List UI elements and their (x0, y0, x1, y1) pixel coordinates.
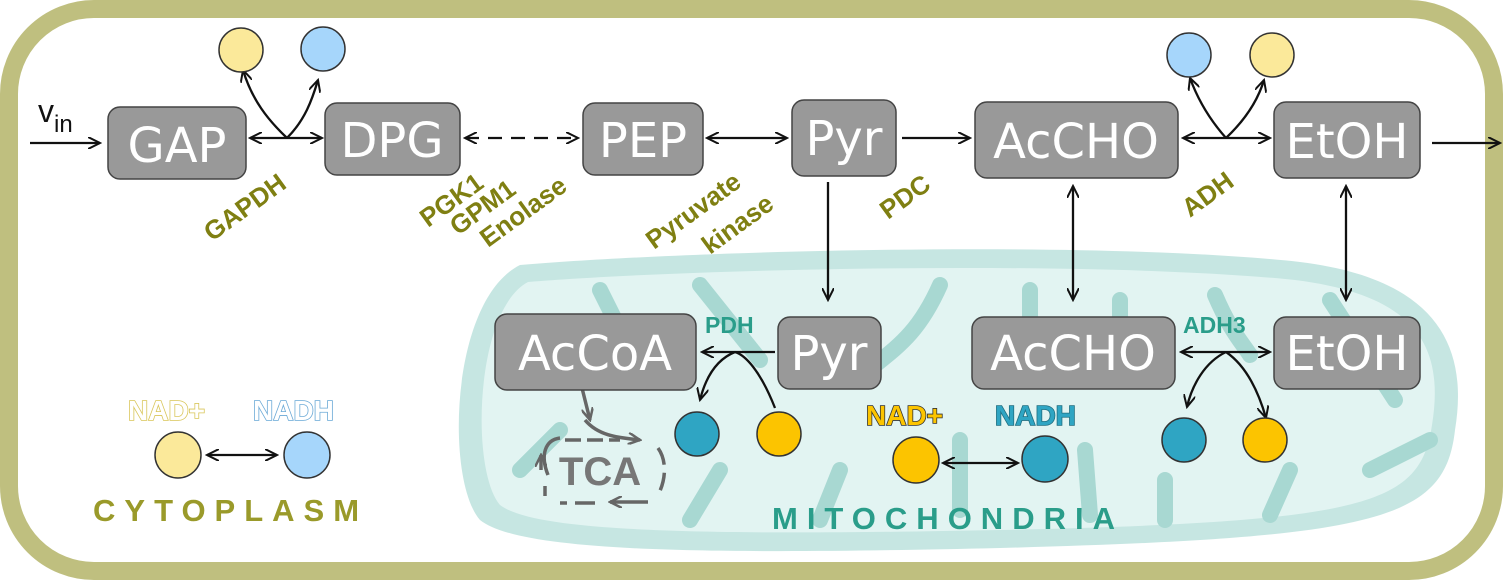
accoa-box (494, 313, 697, 391)
gap-box (107, 106, 247, 180)
acho-mito-label: AcCHO (990, 326, 1156, 382)
inflow-label: vin (38, 93, 73, 138)
legend-mito-nad-circle (892, 436, 940, 484)
dpg-box (324, 102, 461, 176)
legend-cyto-nad-label: NAD+ (128, 395, 205, 426)
enzyme-adh3: ADH3 (1183, 312, 1246, 338)
gapdh-nad-circle (218, 27, 264, 73)
adh3-cofactor-arrow-right (1225, 351, 1266, 418)
pyr-mito-box (777, 316, 882, 390)
tca-cycle (541, 387, 667, 503)
etoh-mito-box (1273, 316, 1421, 390)
legend-cyto-nad-circle (154, 431, 202, 479)
enzyme-pdh: PDH (705, 312, 754, 338)
pep-label: PEP (599, 113, 687, 169)
gapdh-nadh-circle (300, 26, 346, 72)
etoh-cyto-box (1273, 101, 1421, 179)
adh3-nad-circle (1242, 417, 1288, 463)
acho-cyto-box (974, 101, 1179, 179)
pdh-cofactor-in-arrow (734, 350, 777, 409)
pyr-cyto-box (791, 99, 897, 177)
pdh-cofactor-out-arrow (700, 350, 736, 400)
cytoplasm-label: CYTOPLASM (93, 493, 368, 528)
acho-cyto-label: AcCHO (993, 114, 1159, 170)
legend-cyto-nadh-circle (283, 431, 331, 479)
etoh-mito-label: EtOH (1285, 326, 1408, 382)
gapdh-cofactor-arrow-left (243, 70, 288, 139)
adh-nadh-circle (1166, 32, 1212, 78)
gap-label: GAP (128, 118, 227, 174)
adh3-nadh-circle (1161, 417, 1207, 463)
pdh-nad-circle (756, 411, 802, 457)
pyr-cyto-label: Pyr (805, 111, 882, 167)
pdh-nadh-circle (674, 411, 720, 457)
accoa-label: AcCoA (518, 326, 672, 382)
acho-mito-box (971, 316, 1176, 390)
adh-cofactor-arrow-left (1190, 78, 1227, 139)
gapdh-cofactor-arrow-right (286, 80, 318, 139)
tca-label: TCA (559, 450, 641, 494)
adh3-cofactor-arrow-left (1187, 350, 1227, 407)
legend-cyto-nadh-label: NADH (253, 395, 334, 426)
legend-mito-nad-label: NAD+ (866, 400, 943, 431)
pep-box (582, 102, 704, 176)
legend-mito-nadh-label: NADH (995, 400, 1076, 431)
adh-cofactor-arrow-right (1225, 80, 1264, 139)
etoh-cyto-label: EtOH (1285, 114, 1408, 170)
pyr-mito-label: Pyr (790, 326, 867, 382)
mitochondria-label: MITOCHONDRIA (772, 501, 1124, 536)
adh-nad-circle (1249, 32, 1295, 78)
legend-mito-nadh-circle (1021, 435, 1069, 483)
dpg-label: DPG (340, 113, 443, 169)
